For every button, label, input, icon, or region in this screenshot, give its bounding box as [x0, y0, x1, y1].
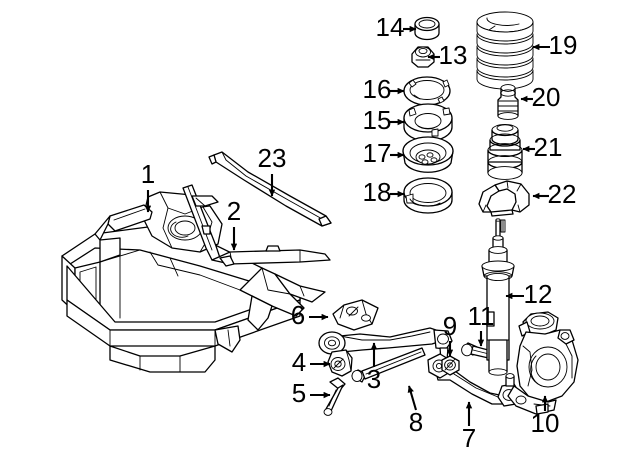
callout-label-17: 17	[363, 138, 392, 168]
callout-7: 7	[462, 401, 476, 453]
callout-label-10: 10	[531, 408, 560, 438]
callout-5: 5	[292, 378, 331, 408]
part-strut-upper-mount	[403, 103, 453, 142]
part-strut-shock-absorber	[481, 218, 515, 376]
part-ball-joint-nut	[441, 355, 460, 376]
callout-label-5: 5	[292, 378, 306, 408]
callout-16: 16	[363, 74, 405, 104]
callout-21: 21	[522, 132, 563, 162]
callout-12: 12	[505, 279, 553, 309]
callout-label-18: 18	[363, 177, 392, 207]
small-alignment-pin	[500, 219, 506, 233]
callout-11: 11	[468, 301, 495, 347]
callout-label-14: 14	[376, 12, 405, 42]
callout-label-7: 7	[462, 423, 476, 453]
callout-label-15: 15	[363, 105, 392, 135]
callout-15: 15	[363, 105, 405, 135]
part-upper-spring-seat	[403, 177, 453, 214]
callout-14: 14	[376, 12, 417, 42]
callout-9: 9	[443, 311, 457, 357]
part-coil-spring	[476, 11, 534, 90]
callout-label-3: 3	[367, 364, 381, 394]
part-control-arm-bushing	[327, 349, 353, 377]
callout-label-23: 23	[258, 143, 287, 173]
callout-layer: 1 2 3 4 5 6 7	[141, 12, 578, 453]
callout-label-19: 19	[549, 30, 578, 60]
callout-22: 22	[532, 179, 577, 209]
part-bushing-mounting-bolt	[323, 377, 346, 416]
callout-label-12: 12	[524, 279, 553, 309]
callout-10: 10	[531, 395, 560, 438]
callout-8: 8	[407, 385, 423, 437]
callout-label-20: 20	[532, 82, 561, 112]
callout-3: 3	[367, 342, 381, 394]
callout-label-21: 21	[534, 132, 563, 162]
part-strut-mount-gasket-ring	[403, 76, 451, 106]
part-control-arm-bracket	[332, 299, 379, 331]
callout-label-1: 1	[141, 159, 155, 189]
part-strut-mount-cap	[414, 16, 440, 41]
part-lower-reinforcement-brace	[182, 184, 331, 267]
part-strut-mount-nut	[411, 46, 435, 68]
part-subframe-crossmember	[61, 191, 326, 373]
callout-label-16: 16	[363, 74, 392, 104]
callout-18: 18	[363, 177, 405, 207]
part-lower-spring-pad	[478, 180, 530, 217]
callout-2: 2	[227, 196, 241, 251]
callout-label-13: 13	[439, 40, 468, 70]
callout-13: 13	[427, 40, 468, 70]
callout-label-9: 9	[443, 311, 457, 341]
callout-20: 20	[520, 82, 561, 112]
part-tension-strut-arm	[427, 353, 521, 407]
part-tension-strut-bolt	[351, 347, 426, 383]
callout-label-6: 6	[291, 300, 305, 330]
callout-label-22: 22	[548, 179, 577, 209]
callout-label-8: 8	[409, 407, 423, 437]
callout-19: 19	[532, 30, 578, 60]
callout-label-4: 4	[292, 347, 306, 377]
part-steering-knuckle	[507, 311, 579, 415]
callout-1: 1	[141, 159, 155, 213]
part-strut-bearing	[402, 136, 454, 173]
callout-23: 23	[258, 143, 287, 197]
callout-17: 17	[363, 138, 405, 168]
part-lower-control-arm	[318, 327, 453, 363]
callout-label-11: 11	[468, 301, 495, 331]
part-dust-boot-bellows	[487, 124, 523, 180]
callout-6: 6	[291, 300, 329, 330]
callout-4: 4	[292, 347, 331, 377]
part-bump-stop-small	[497, 84, 519, 120]
callout-label-2: 2	[227, 196, 241, 226]
